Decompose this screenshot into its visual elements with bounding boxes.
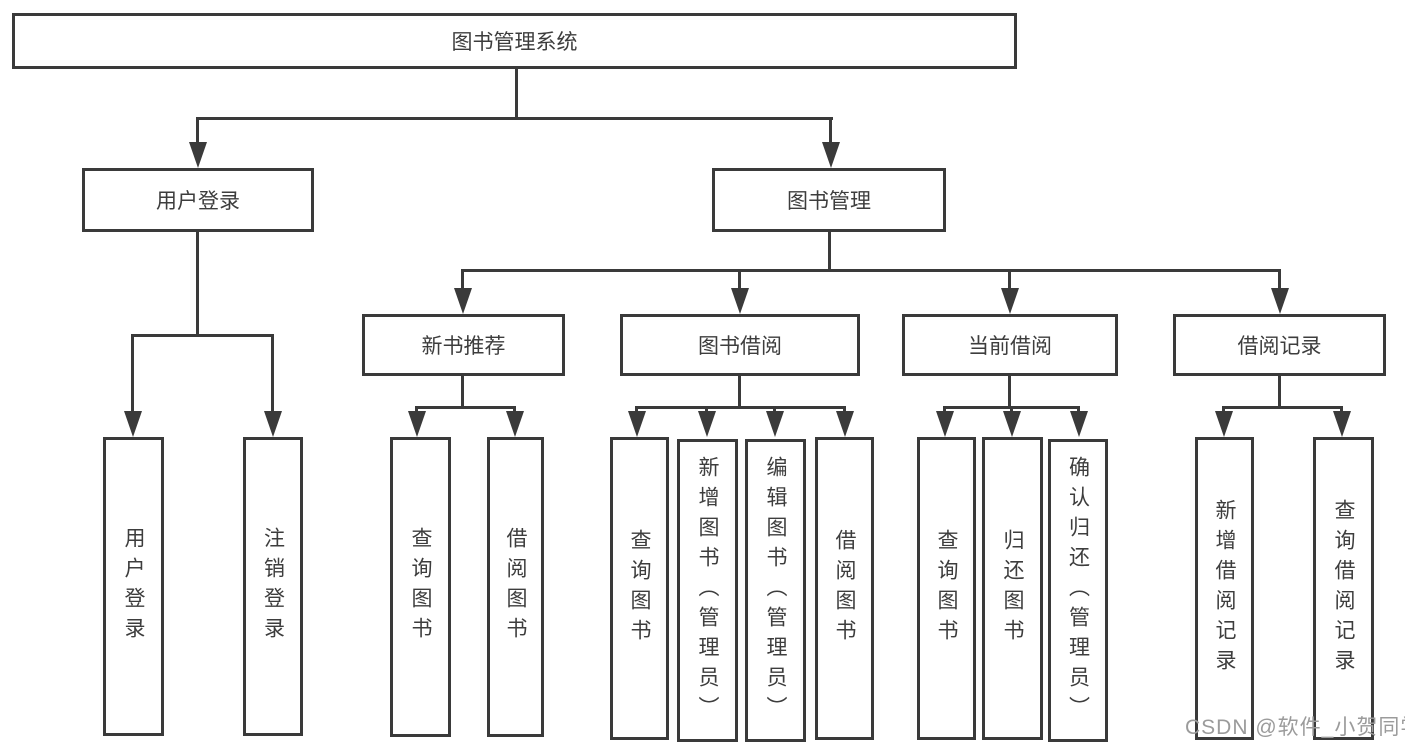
leaf-add-books-admin: 新增图书（管理员） <box>677 439 738 742</box>
leaf-label: 新增借阅记录 <box>1213 498 1236 679</box>
arrowhead-icon <box>1215 411 1233 437</box>
leaf-label: 查询图书 <box>628 528 651 649</box>
arrowhead-icon <box>698 411 716 437</box>
leaf-label: 归还图书 <box>1001 528 1024 649</box>
leaf-label: 借阅图书 <box>504 527 527 647</box>
leaf-label: 确认归还（管理员） <box>1066 455 1090 726</box>
arrowhead-icon <box>506 411 524 437</box>
leaf-label: 查询借阅记录 <box>1332 498 1355 679</box>
leaf-query-borrow-record: 查询借阅记录 <box>1313 437 1374 740</box>
connector-line <box>738 269 741 293</box>
leaf-return-books: 归还图书 <box>982 437 1043 740</box>
arrowhead-icon <box>1333 411 1351 437</box>
leaf-label: 编辑图书（管理员） <box>764 455 787 726</box>
leaf-query-books: 查询图书 <box>390 437 451 737</box>
leaf-label: 新增图书（管理员） <box>696 455 719 726</box>
connector-line <box>196 117 199 147</box>
arrowhead-icon <box>822 142 840 168</box>
arrowhead-icon <box>1003 411 1021 437</box>
leaf-label: 注销登录 <box>261 526 285 647</box>
leaf-user-login: 用户登录 <box>103 437 164 736</box>
arrowhead-icon <box>454 288 472 314</box>
leaf-label: 借阅图书 <box>833 528 856 649</box>
connector-line <box>1222 406 1342 409</box>
leaf-confirm-return-admin: 确认归还（管理员） <box>1048 439 1108 742</box>
leaf-label: 用户登录 <box>122 526 145 647</box>
connector-line <box>515 69 518 119</box>
node-book-borrowing: 图书借阅 <box>620 314 860 376</box>
node-book-management: 图书管理 <box>712 168 946 232</box>
node-label: 当前借阅 <box>968 335 1052 358</box>
connector-line <box>461 269 464 293</box>
leaf-query-books: 查询图书 <box>917 437 976 740</box>
node-label: 图书管理系统 <box>451 31 578 54</box>
connector-line <box>131 334 274 337</box>
node-borrowing-records: 借阅记录 <box>1173 314 1386 376</box>
arrowhead-icon <box>628 411 646 437</box>
connector-line <box>196 232 199 336</box>
arrowhead-icon <box>836 411 854 437</box>
node-label: 用户登录 <box>156 190 240 213</box>
leaf-label: 查询图书 <box>935 528 958 649</box>
arrowhead-icon <box>1271 288 1289 314</box>
arrowhead-icon <box>766 411 784 437</box>
connector-line <box>635 406 846 409</box>
connector-line <box>1008 375 1011 409</box>
arrowhead-icon <box>124 411 142 437</box>
leaf-query-books: 查询图书 <box>610 437 669 740</box>
node-user-login: 用户登录 <box>82 168 314 232</box>
connector-line <box>415 406 516 409</box>
arrowhead-icon <box>408 411 426 437</box>
leaf-borrow-books: 借阅图书 <box>815 437 874 740</box>
node-current-borrowing: 当前借阅 <box>902 314 1118 376</box>
arrowhead-icon <box>189 142 207 168</box>
connector-line <box>1278 375 1281 409</box>
node-label: 图书借阅 <box>698 335 782 358</box>
connector-line <box>461 269 1281 272</box>
node-new-book-recommendation: 新书推荐 <box>362 314 565 376</box>
connector-line <box>1008 269 1011 293</box>
node-label: 图书管理 <box>787 190 871 213</box>
arrowhead-icon <box>731 288 749 314</box>
connector-line <box>131 334 134 416</box>
arrowhead-icon <box>1001 288 1019 314</box>
node-library-management-system: 图书管理系统 <box>12 13 1017 69</box>
connector-line <box>829 117 832 147</box>
connector-line <box>271 334 274 416</box>
connector-line <box>738 375 741 409</box>
arrowhead-icon <box>936 411 954 437</box>
connector-line <box>461 375 464 409</box>
arrowhead-icon <box>264 411 282 437</box>
arrowhead-icon <box>1070 411 1088 437</box>
leaf-add-borrow-record: 新增借阅记录 <box>1195 437 1254 740</box>
csdn-watermark: CSDN @软件_小贺同学 <box>1185 716 1405 739</box>
leaf-logout: 注销登录 <box>243 437 303 736</box>
connector-line <box>196 117 833 120</box>
leaf-borrow-books: 借阅图书 <box>487 437 544 737</box>
node-label: 新书推荐 <box>421 335 506 358</box>
connector-line <box>828 232 831 272</box>
leaf-edit-books-admin: 编辑图书（管理员） <box>745 439 806 742</box>
node-label: 借阅记录 <box>1237 335 1322 358</box>
leaf-label: 查询图书 <box>409 527 432 647</box>
connector-line <box>1278 269 1281 293</box>
